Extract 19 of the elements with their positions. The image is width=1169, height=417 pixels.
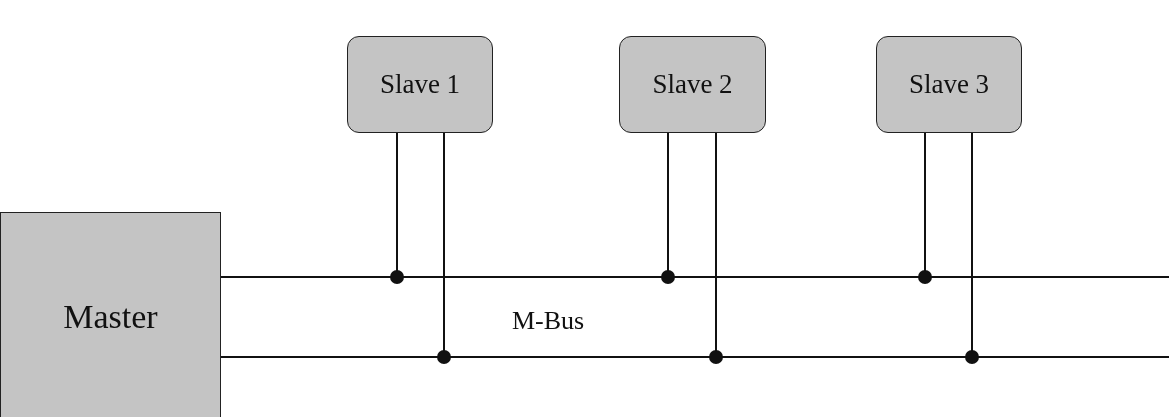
bus-wire (220, 356, 261, 358)
slave-box (876, 36, 1022, 133)
junction-wire (437, 132, 451, 364)
slave-box (619, 36, 766, 133)
bus-line (260, 276, 1169, 278)
bus-line (260, 356, 1169, 358)
node-label: Slave 2 (652, 69, 733, 100)
node-label: Slave 1 (379, 69, 461, 100)
slave-box (347, 36, 493, 133)
junction-wire (709, 132, 723, 364)
bus-label: M-Bus (512, 306, 585, 336)
junction-wire (390, 132, 404, 284)
node-label: Slave 3 (908, 69, 990, 100)
master-box (0, 212, 221, 417)
junction-wire (918, 132, 932, 284)
node-label: Master (63, 298, 158, 336)
junction-wire (661, 132, 675, 284)
junction-wire (965, 132, 979, 364)
bus-wire (220, 276, 261, 278)
